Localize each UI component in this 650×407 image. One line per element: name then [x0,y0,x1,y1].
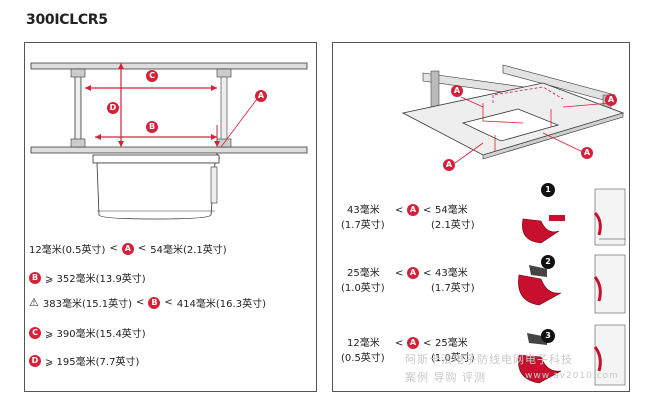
iso-label-a-3: A [443,159,455,171]
watermark-line2: 案例 导购 评测 [405,371,486,384]
spec2-max-mm: 43毫米 [435,268,468,279]
ceiling-side-diagram [30,62,308,220]
lt-sign: < [136,297,145,308]
spec3-max-in: (1.0英寸) [431,353,475,364]
spec1-max-mm: 54毫米 [435,205,468,216]
spec3-badge: A [407,337,419,349]
spec-a-badge: A [121,242,134,255]
spec-b-warn-badge: B [148,296,161,309]
spec-d-text: ⩾ 195毫米(7.7英寸) [45,357,140,368]
spec2-min-mm: 25毫米 [347,268,380,279]
spec-a-range: 12毫米(0.5英寸) < A < 54毫米(2.1英寸) [29,241,227,256]
spec1-min-in: (1.7英寸) [341,220,385,231]
spec1-min-mm: 43毫米 [347,205,380,216]
ceiling-iso-diagram [401,64,626,386]
spec-c-min: C ⩾ 390毫米(15.4英寸) [29,325,146,340]
watermark-url: www.av2010.com [525,371,619,381]
warning-icon: ⚠ [29,296,39,309]
spec-d-badge: D [29,354,41,367]
spec3-min-in: (0.5英寸) [341,353,385,364]
right-panel: A A A A 1 2 3 43毫米 (1.7英寸) < A < 54毫米 (2… [332,42,630,392]
spec2-badge: A [407,267,419,279]
spec2-max-in: (1.7英寸) [431,283,475,294]
label-b-badge: B [146,121,158,133]
spec2-min-in: (1.0英寸) [341,283,385,294]
spec-a-max: 54毫米(2.1英寸) [150,245,227,256]
spec1-badge: A [407,204,419,216]
lt-sign: < [423,268,432,279]
clip-illustration-3 [518,324,626,386]
spec-c-badge: C [29,326,41,339]
label-a-badge: A [255,90,267,102]
spec-b-warn-min: 383毫米(15.1英寸) [42,299,133,310]
left-panel: C D B A 12毫米(0.5英寸) < A < 54毫米(2.1英寸) B … [24,42,317,392]
lt-sign: < [109,243,118,254]
iso-label-a-4: A [581,147,593,159]
lt-sign: < [395,205,404,216]
clip-illustration-2 [518,254,626,314]
lt-sign: < [395,268,404,279]
clip-illustration-1 [522,188,626,246]
iso-label-a-2: A [605,94,617,106]
spec-a-min: 12毫米(0.5英寸) [29,245,106,256]
step-1-badge: 1 [541,183,555,197]
spec-d-min: D ⩾ 195毫米(7.7英寸) [29,353,139,368]
spec3-min-mm: 12毫米 [347,338,380,349]
spec-b-warn-max: 414毫米(16.3英寸) [176,299,266,310]
lt-sign: < [137,243,147,254]
step-2-badge: 2 [541,255,555,269]
watermark-line1: 阿斯卡法电子防线电网电子科技 [405,353,573,366]
spec-c-text: ⩾ 390毫米(15.4英寸) [45,329,146,340]
lt-sign: < [164,297,173,308]
iso-label-a-1: A [451,85,463,97]
step-3-badge: 3 [541,329,555,343]
lt-sign: < [395,338,404,349]
page-title: 300ICLCR5 [26,12,108,28]
spec-b-badge: B [29,271,41,284]
spec1-max-in: (2.1英寸) [431,220,475,231]
lt-sign: < [423,338,432,349]
spec-b-text: ⩾ 352毫米(13.9英寸) [45,274,146,285]
spec3-max-mm: 25毫米 [435,338,468,349]
spec-b-min: B ⩾ 352毫米(13.9英寸) [29,270,146,285]
label-c-badge: C [146,70,158,82]
label-d-badge: D [107,102,119,114]
lt-sign: < [423,205,432,216]
spec-b-warning-range: ⚠ 383毫米(15.1英寸) < B < 414毫米(16.3英寸) [29,295,266,310]
